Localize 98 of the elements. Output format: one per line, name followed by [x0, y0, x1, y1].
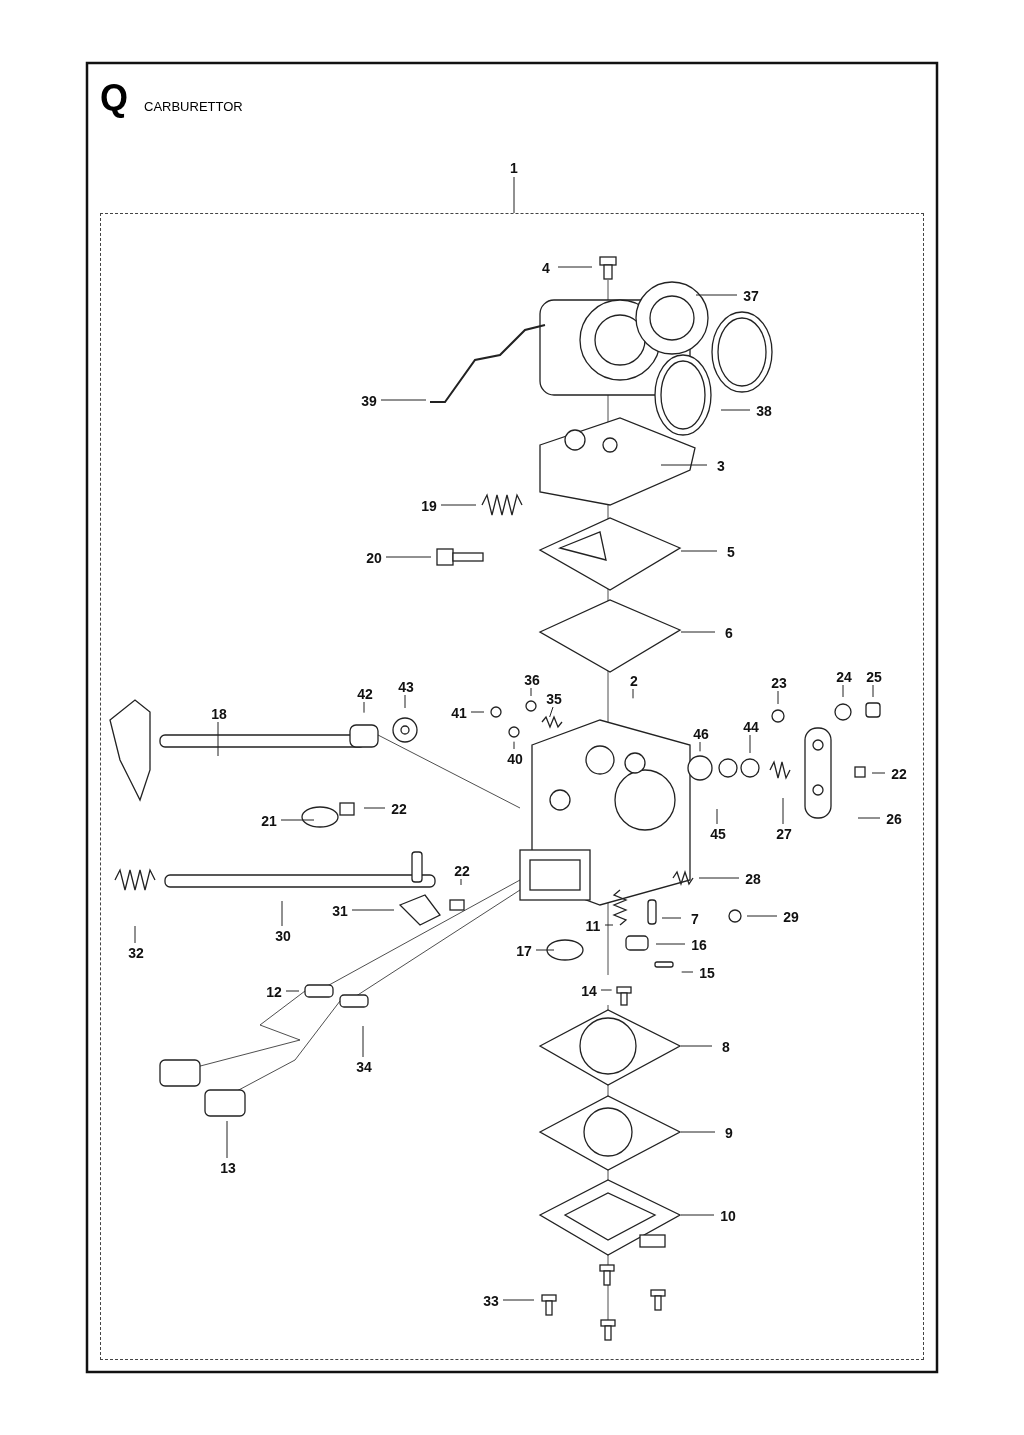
leader-line [632, 688, 634, 699]
leader-line [872, 684, 874, 698]
callout-number: 21 [255, 813, 283, 829]
leader-line [285, 990, 300, 992]
callout-number: 11 [579, 918, 607, 934]
leader-line [699, 741, 701, 752]
callout-number: 31 [326, 903, 354, 919]
callout-number: 6 [715, 625, 743, 641]
leader-line [460, 878, 462, 886]
callout-number: 26 [880, 811, 908, 827]
callout-number: 4 [532, 260, 560, 276]
leader-line [502, 1299, 535, 1301]
callout-number: 42 [351, 686, 379, 702]
leader-line [604, 924, 614, 926]
leader-line [513, 176, 515, 214]
leader-line [440, 504, 477, 506]
leader-line [363, 701, 365, 714]
leader-line [680, 1214, 715, 1216]
section-letter: Q [100, 78, 128, 118]
leader-line [680, 631, 716, 633]
leader-line [716, 808, 718, 825]
callout-number: 20 [360, 550, 388, 566]
leader-line [470, 711, 485, 713]
callout-number: 29 [777, 909, 805, 925]
callout-number: 12 [260, 984, 288, 1000]
callout-number: 3 [707, 458, 735, 474]
leader-line [217, 721, 219, 757]
callout-number: 16 [685, 937, 713, 953]
leader-line [871, 772, 886, 774]
leader-line [857, 817, 881, 819]
leader-line [720, 409, 751, 411]
callout-number: 22 [385, 801, 413, 817]
callout-number: 41 [445, 705, 473, 721]
leader-line [134, 925, 136, 944]
leader-line [404, 694, 406, 709]
leader-line [363, 807, 386, 809]
callout-number: 14 [575, 983, 603, 999]
leader-line [655, 943, 686, 945]
callout-number: 2 [620, 673, 648, 689]
leader-line [680, 1045, 713, 1047]
leader-line [385, 556, 432, 558]
leader-line [749, 734, 751, 754]
callout-number: 46 [687, 726, 715, 742]
callout-number: 1 [500, 160, 528, 176]
callout-number: 25 [860, 669, 888, 685]
leader-line [698, 877, 740, 879]
callout-number: 28 [739, 871, 767, 887]
callout-number: 27 [770, 826, 798, 842]
leader-line [513, 741, 515, 750]
callout-number: 18 [205, 706, 233, 722]
callout-number: 37 [737, 288, 765, 304]
callout-number: 43 [392, 679, 420, 695]
leader-line [680, 550, 718, 552]
callout-number: 8 [712, 1039, 740, 1055]
callout-number: 44 [737, 719, 765, 735]
leader-line [777, 690, 779, 705]
leader-line [530, 687, 532, 697]
leader-line [535, 949, 555, 951]
leader-line [746, 915, 778, 917]
leader-line [681, 971, 694, 973]
leader-line [380, 399, 427, 401]
leader-line [557, 266, 593, 268]
callout-number: 10 [714, 1208, 742, 1224]
leader-line [680, 1131, 716, 1133]
leader-line [782, 797, 784, 825]
leader-line [281, 900, 283, 927]
leader-line [600, 989, 613, 991]
title: CARBURETTOR [144, 99, 243, 114]
callout-number: 38 [750, 403, 778, 419]
callout-number: 39 [355, 393, 383, 409]
callout-number: 40 [501, 751, 529, 767]
leader-line [362, 1025, 364, 1058]
leader-line [695, 294, 738, 296]
leader-line [280, 819, 315, 821]
callout-number: 22 [885, 766, 913, 782]
leader-line [842, 684, 844, 698]
callout-number: 36 [518, 672, 546, 688]
callout-number: 5 [717, 544, 745, 560]
leader-line [549, 706, 554, 718]
callout-number: 17 [510, 943, 538, 959]
callout-number: 35 [540, 691, 568, 707]
callout-number: 34 [350, 1059, 378, 1075]
callout-number: 32 [122, 945, 150, 961]
callout-number: 24 [830, 669, 858, 685]
callout-number: 30 [269, 928, 297, 944]
callout-number: 15 [693, 965, 721, 981]
callout-number: 33 [477, 1293, 505, 1309]
callout-number: 23 [765, 675, 793, 691]
callout-number: 22 [448, 863, 476, 879]
callout-number: 9 [715, 1125, 743, 1141]
callout-number: 19 [415, 498, 443, 514]
leader-line [226, 1120, 228, 1159]
callout-number: 45 [704, 826, 732, 842]
leader-line [661, 917, 682, 919]
leader-line [660, 464, 708, 466]
callout-number: 7 [681, 911, 709, 927]
leader-line [351, 909, 395, 911]
callout-number: 13 [214, 1160, 242, 1176]
